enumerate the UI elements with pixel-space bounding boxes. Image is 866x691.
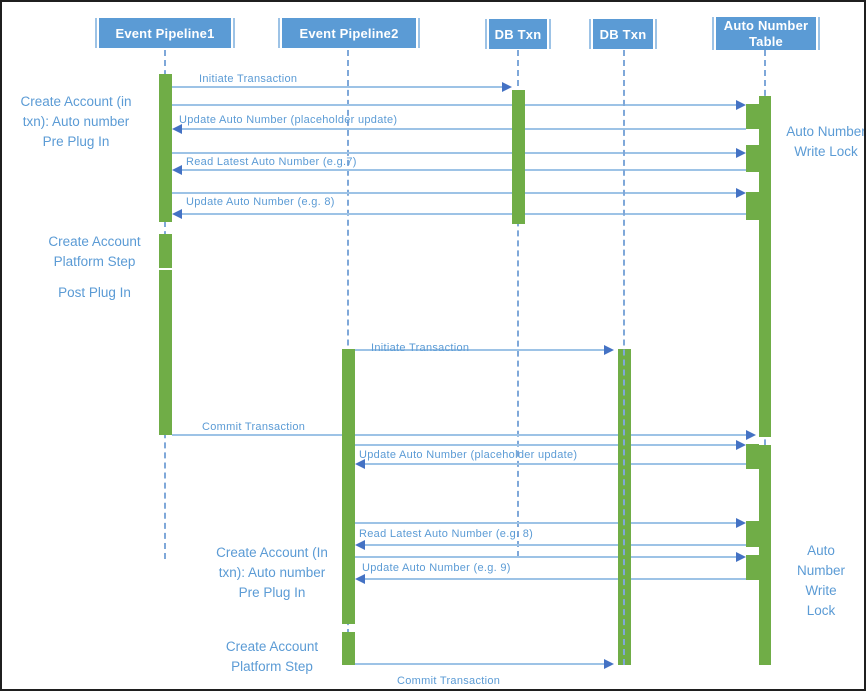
annotation-post-plugin-1: Post Plug In	[58, 285, 131, 300]
message-label-read-latest-2: Read Latest Auto Number (e.g. 8)	[359, 528, 534, 540]
message-line-update-next-reply-1	[172, 209, 746, 219]
message-line-update-next-request-1	[172, 188, 746, 198]
arrowhead-right-icon	[736, 552, 746, 562]
message-label-update-next-1: Update Auto Number (e.g. 8)	[186, 196, 335, 208]
message-label-read-latest-1: Read Latest Auto Number (e.g.7)	[186, 156, 357, 168]
message-line-read-latest-request-1	[172, 148, 746, 158]
arrowhead-left-icon	[172, 165, 182, 175]
activation-bar-ep1-pre-plugin	[159, 74, 172, 222]
arrowhead-right-icon	[736, 188, 746, 198]
arrowhead-right-icon	[746, 430, 756, 440]
activation-bar-ant-read-latest-1	[746, 145, 759, 172]
message-label-update-placeholder-1: Update Auto Number (placeholder update)	[179, 114, 398, 126]
activation-bar-ant-update-placeholder-1	[746, 104, 759, 129]
arrowhead-right-icon	[502, 82, 512, 92]
lifeline-header-db-txn-2: DB Txn	[589, 19, 657, 49]
message-line-commit-transaction-1	[172, 430, 756, 440]
message-line-update-placeholder-request-1	[172, 100, 746, 110]
activation-bar-db-txn-1	[512, 90, 525, 224]
message-line-read-latest-request-2	[355, 518, 746, 528]
message-line-update-next-reply-2	[355, 574, 746, 584]
arrowhead-left-icon	[355, 574, 365, 584]
message-line-initiate-transaction-1	[172, 82, 512, 92]
message-label-update-next-2: Update Auto Number (e.g. 9)	[362, 562, 511, 574]
message-line-initiate-transaction-2	[355, 345, 614, 355]
arrowhead-left-icon	[355, 459, 365, 469]
activation-bar-ant-update-next-1	[746, 192, 759, 220]
message-label-initiate-transaction-2: Initiate Transaction	[371, 342, 470, 354]
lifeline-db-txn-2	[623, 50, 625, 665]
annotation-write-lock-2: Auto Number Write Lock	[796, 543, 845, 618]
activation-bar-write-lock-1	[759, 96, 771, 437]
lifeline-header-event-pipeline1: Event Pipeline1	[95, 18, 235, 48]
message-label-initiate-transaction-1: Initiate Transaction	[199, 73, 298, 85]
arrowhead-left-icon	[172, 209, 182, 219]
activation-bar-ep1-platform-step	[159, 234, 172, 268]
annotation-write-lock-1: Auto Number Write Lock	[786, 124, 866, 159]
activation-bar-ant-update-next-2	[746, 555, 759, 580]
message-line-update-placeholder-reply-1	[172, 124, 746, 134]
annotation-pre-plugin-1: Create Account (in txn): Auto number Pre…	[20, 94, 132, 149]
arrowhead-right-icon	[736, 440, 746, 450]
arrowhead-right-icon	[604, 345, 614, 355]
activation-bar-ep1-post-plugin	[159, 270, 172, 435]
message-line-read-latest-reply-1	[172, 165, 746, 175]
arrowhead-left-icon	[172, 124, 182, 134]
arrowhead-right-icon	[736, 100, 746, 110]
activation-bar-ep2-pre-plugin	[342, 349, 355, 624]
lifeline-header-auto-number-table: Auto Number Table	[712, 17, 820, 50]
activation-bar-ant-update-placeholder-2	[746, 444, 759, 469]
lifeline-header-event-pipeline2: Event Pipeline2	[278, 18, 420, 48]
message-line-commit-transaction-2	[355, 659, 614, 669]
activation-bar-ant-read-latest-2	[746, 521, 759, 547]
arrowhead-left-icon	[355, 540, 365, 550]
arrowhead-right-icon	[736, 518, 746, 528]
message-label-commit-transaction-1: Commit Transaction	[202, 421, 306, 433]
activation-bar-ep2-platform-step	[342, 632, 355, 665]
annotation-platform-step-1: Create Account Platform Step	[48, 234, 141, 269]
message-label-update-placeholder-2: Update Auto Number (placeholder update)	[359, 449, 578, 461]
arrowhead-right-icon	[604, 659, 614, 669]
lifeline-db-txn-1	[517, 50, 519, 557]
message-line-update-placeholder-reply-2	[355, 459, 746, 469]
annotation-pre-plugin-2: Create Account (In txn): Auto number Pre…	[216, 545, 328, 600]
message-line-read-latest-reply-2	[355, 540, 746, 550]
message-label-commit-transaction-2: Commit Transaction	[397, 675, 501, 687]
lifeline-header-db-txn-1: DB Txn	[485, 19, 551, 49]
message-line-update-next-request-2	[355, 552, 746, 562]
arrowhead-right-icon	[736, 148, 746, 158]
annotation-platform-step-2: Create Account Platform Step	[225, 639, 319, 674]
message-line-update-placeholder-request-2	[355, 440, 746, 450]
activation-bar-write-lock-2	[759, 445, 771, 665]
